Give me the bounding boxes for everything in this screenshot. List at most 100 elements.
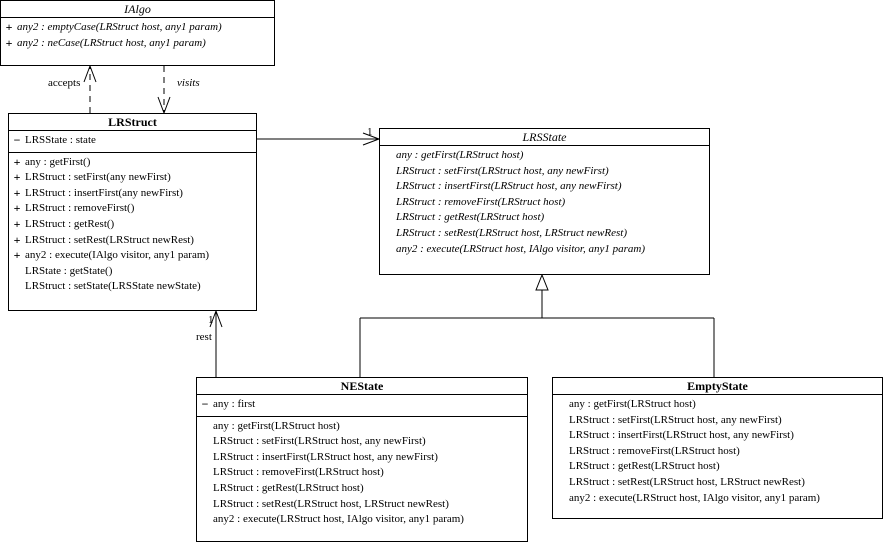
method-row: +any2 : execute(IAlgo visitor, any1 para… bbox=[9, 248, 256, 264]
member-text: any : getFirst() bbox=[25, 155, 91, 168]
rest-role-label: rest bbox=[196, 331, 212, 343]
method-row: any : getFirst(LRStruct host) bbox=[553, 397, 882, 413]
method-row: LRState : getState() bbox=[9, 264, 256, 280]
class-lrstruct: LRStruct −LRSState : state + any : getFir… bbox=[8, 113, 257, 311]
accepts-dependency bbox=[83, 64, 97, 113]
method-row: + LRStruct : setRest(LRStruct newRest) bbox=[9, 233, 256, 249]
method-row: +LRStruct : getRest() bbox=[9, 217, 256, 233]
class-emptystate: EmptyState any : getFirst(LRStruct host)… bbox=[552, 377, 883, 519]
method-row: + any2 : emptyCase(LRStruct host, any1 pa… bbox=[1, 20, 274, 36]
method-row: any : getFirst(LRStruct host) bbox=[197, 419, 527, 435]
state-association bbox=[257, 132, 381, 146]
method-row: LRStruct : removeFirst(LRStruct host) bbox=[380, 195, 709, 211]
member-text: LRStruct : setState(LRSState newState) bbox=[25, 280, 201, 293]
visibility-marker: + bbox=[13, 154, 21, 169]
method-row: + any : getFirst() bbox=[9, 155, 256, 171]
method-row: any2 : execute(LRStruct host, IAlgo visi… bbox=[197, 512, 527, 528]
member-text: any2 : emptyCase(LRStruct host, any1 par… bbox=[17, 21, 222, 33]
member-text: any2 : neCase(LRStruct host, any1 param) bbox=[17, 36, 206, 49]
member-text: LRStruct : getRest(LRStruct host) bbox=[396, 211, 545, 224]
method-row: LRStruct : removeFirst(LRStruct host) bbox=[553, 444, 882, 460]
visibility-marker: + bbox=[13, 185, 21, 200]
class-name: NEState bbox=[197, 378, 527, 395]
method-row: + LRStruct : setFirst(any newFirst) bbox=[9, 170, 256, 186]
class-name: EmptyState bbox=[553, 378, 882, 395]
method-row: LRStruct : setState(LRSState newState) bbox=[9, 279, 256, 295]
member-text: LRStruct : getRest(LRStruct host) bbox=[213, 481, 364, 494]
method-row: LRStruct : insertFirst(LRStruct host, an… bbox=[197, 450, 527, 466]
member-text: LRStruct : getRest(LRStruct host) bbox=[569, 460, 720, 473]
visits-dependency bbox=[157, 66, 171, 115]
rest-multiplicity: 1 bbox=[208, 314, 214, 326]
method-row: LRStruct : setRest(LRStruct host, LRStru… bbox=[380, 226, 709, 242]
method-row: LRStruct : getRest(LRStruct host) bbox=[553, 459, 882, 475]
attribute-row: −any : first bbox=[197, 397, 527, 413]
member-text: LRStruct : removeFirst(LRStruct host) bbox=[396, 195, 566, 208]
visibility-marker: + bbox=[13, 170, 21, 185]
method-row: LRStruct : getRest(LRStruct host) bbox=[380, 210, 709, 226]
attribute-list: −any : first bbox=[197, 395, 527, 417]
member-text: any : getFirst(LRStruct host) bbox=[396, 149, 524, 161]
method-row: LRStruct : setFirst(LRStruct host, any n… bbox=[380, 164, 709, 180]
method-row: any2 : execute(LRStruct host, IAlgo visi… bbox=[380, 242, 709, 258]
member-text: LRStruct : setFirst(LRStruct host, any n… bbox=[569, 413, 782, 426]
class-name: LRStruct bbox=[9, 114, 256, 131]
method-list: + any : getFirst() + LRStruct : setFirst(an… bbox=[9, 153, 256, 298]
member-text: LRStruct : setRest(LRStruct host, LRStru… bbox=[569, 475, 805, 488]
accepts-label: accepts bbox=[48, 77, 81, 89]
attribute-row: −LRSState : state bbox=[9, 133, 256, 149]
method-row: LRStruct : insertFirst(LRStruct host, an… bbox=[380, 179, 709, 195]
method-row: LRStruct : setFirst(LRStruct host, any n… bbox=[553, 413, 882, 429]
generalization bbox=[359, 273, 715, 377]
member-text: LRStruct : setRest(LRStruct host, LRStru… bbox=[213, 497, 449, 510]
member-text: LRStruct : insertFirst(LRStruct host, an… bbox=[396, 180, 622, 193]
method-row: LRStruct : setRest(LRStruct host, LRStru… bbox=[553, 475, 882, 491]
visibility-marker: + bbox=[5, 35, 13, 50]
state-multiplicity: 1 bbox=[367, 126, 373, 138]
class-nestate: NEState −any : first any : getFirst(LRSt… bbox=[196, 377, 528, 542]
method-row: + LRStruct : insertFirst(any newFirst) bbox=[9, 186, 256, 202]
visibility-marker: + bbox=[13, 216, 21, 231]
member-text: LRStruct : setRest(LRStruct host, LRStru… bbox=[396, 226, 627, 239]
method-row: any2 : execute(LRStruct host, IAlgo visi… bbox=[553, 491, 882, 507]
method-row: LRStruct : removeFirst(LRStruct host) bbox=[197, 465, 527, 481]
member-text: LRStruct : removeFirst(LRStruct host) bbox=[213, 466, 384, 479]
visibility-marker: + bbox=[5, 20, 13, 34]
method-list: any : getFirst(LRStruct host)LRStruct : … bbox=[553, 395, 882, 509]
method-row: LRStruct : setRest(LRStruct host, LRStru… bbox=[197, 497, 527, 513]
member-text: any2 : execute(LRStruct host, IAlgo visi… bbox=[569, 491, 820, 504]
member-text: any : first bbox=[213, 398, 256, 410]
visibility-marker: − bbox=[13, 133, 21, 147]
class-name: LRSState bbox=[380, 129, 709, 146]
rest-association bbox=[209, 309, 223, 377]
class-ialgo: IAlgo + any2 : emptyCase(LRStruct host, a… bbox=[0, 0, 275, 66]
member-text: any2 : execute(LRStruct host, IAlgo visi… bbox=[396, 242, 645, 255]
member-text: any2 : execute(IAlgo visitor, any1 param… bbox=[25, 249, 210, 262]
class-name: IAlgo bbox=[1, 1, 274, 18]
member-text: LRStruct : setFirst(LRStruct host, any n… bbox=[396, 164, 609, 177]
member-text: LRStruct : removeFirst(LRStruct host) bbox=[569, 444, 740, 457]
method-list: + any2 : emptyCase(LRStruct host, any1 pa… bbox=[1, 18, 274, 54]
member-text: LRSState : state bbox=[25, 134, 96, 146]
member-text: LRStruct : insertFirst(any newFirst) bbox=[25, 186, 183, 199]
attribute-list: −LRSState : state bbox=[9, 131, 256, 153]
method-row: LRStruct : setFirst(LRStruct host, any n… bbox=[197, 434, 527, 450]
class-lrsstate: LRSState any : getFirst(LRStruct host) LR… bbox=[379, 128, 710, 275]
member-text: LRStruct : setFirst(any newFirst) bbox=[25, 171, 171, 184]
visibility-marker: + bbox=[13, 232, 21, 247]
member-text: LRState : getState() bbox=[25, 264, 113, 277]
member-text: LRStruct : setRest(LRStruct newRest) bbox=[25, 233, 194, 246]
visibility-marker: − bbox=[201, 397, 209, 411]
method-list: any : getFirst(LRStruct host) LRStruct : … bbox=[197, 417, 527, 531]
visibility-marker: + bbox=[13, 201, 21, 216]
member-text: any2 : execute(LRStruct host, IAlgo visi… bbox=[213, 513, 464, 526]
member-text: any : getFirst(LRStruct host) bbox=[213, 419, 340, 432]
member-text: LRStruct : insertFirst(LRStruct host, an… bbox=[569, 429, 794, 442]
member-text: LRStruct : removeFirst() bbox=[25, 202, 135, 215]
method-row: LRStruct : getRest(LRStruct host) bbox=[197, 481, 527, 497]
method-row: any : getFirst(LRStruct host) bbox=[380, 148, 709, 164]
method-row: LRStruct : insertFirst(LRStruct host, an… bbox=[553, 428, 882, 444]
method-row: + any2 : neCase(LRStruct host, any1 param… bbox=[1, 36, 274, 52]
visits-label: visits bbox=[177, 77, 200, 89]
